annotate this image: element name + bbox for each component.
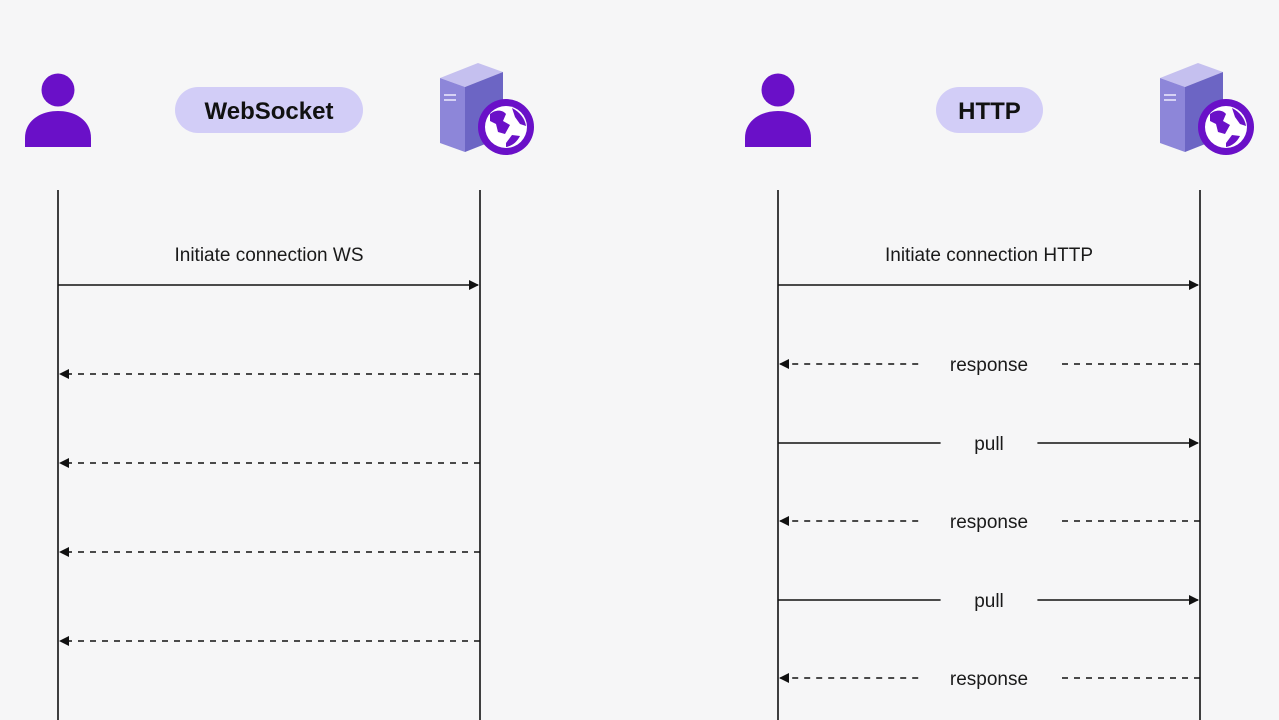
http-message-label: pull bbox=[974, 434, 1004, 455]
http-protocol-label: HTTP bbox=[958, 98, 1021, 125]
websocket-panel: WebSocket Initiate connection WS bbox=[25, 63, 534, 720]
http-message-label: response bbox=[950, 512, 1028, 533]
websocket-protocol-badge: WebSocket bbox=[175, 87, 363, 133]
http-client-user-icon bbox=[745, 73, 811, 147]
http-message-label: Initiate connection HTTP bbox=[885, 245, 1093, 266]
http-message-label: response bbox=[950, 355, 1028, 376]
http-panel: HTTP Initiate connection HTTP response pul… bbox=[745, 63, 1254, 720]
websocket-server-globe-icon bbox=[440, 63, 534, 155]
websocket-message-label: Initiate connection WS bbox=[174, 245, 363, 266]
http-message-label: response bbox=[950, 669, 1028, 690]
http-protocol-badge: HTTP bbox=[936, 87, 1043, 133]
http-message-label: pull bbox=[974, 591, 1004, 612]
http-server-globe-icon bbox=[1160, 63, 1254, 155]
http-messages: Initiate connection HTTP response pull resp… bbox=[778, 245, 1200, 690]
websocket-client-user-icon bbox=[25, 73, 91, 147]
websocket-protocol-label: WebSocket bbox=[205, 98, 334, 125]
websocket-messages: Initiate connection WS bbox=[58, 245, 480, 646]
